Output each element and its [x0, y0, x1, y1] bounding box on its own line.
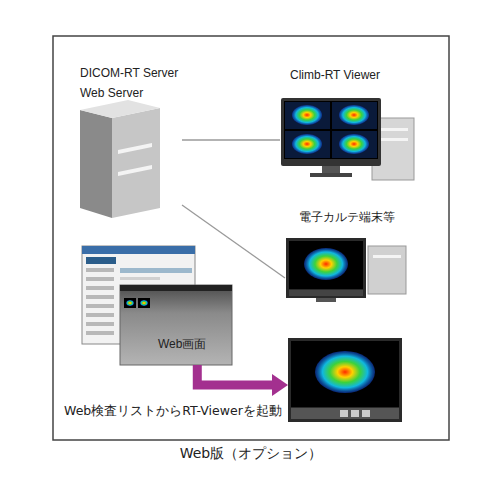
node-label: Climb-RT Viewer [290, 68, 380, 83]
dose-image [140, 300, 148, 306]
connector [197, 365, 288, 396]
web-row [86, 313, 114, 317]
viewer-pane [285, 131, 330, 158]
dose-image [292, 134, 322, 154]
thumbnail [138, 298, 150, 308]
viewer-pane [332, 131, 377, 158]
connector [182, 140, 280, 141]
tower-slot [378, 138, 408, 141]
server-slot [118, 165, 152, 176]
connector-line [182, 139, 280, 140]
server-top [80, 100, 160, 118]
viewer-pane [332, 102, 377, 129]
toolbar-button [351, 410, 359, 417]
viewer-toolbar [289, 290, 363, 296]
arrow-head [272, 374, 288, 396]
emr-terminal: 電子カルテ端末等 [285, 210, 410, 305]
monitor-screen [289, 241, 363, 289]
dose-image [292, 105, 322, 125]
connector-line [182, 205, 285, 278]
node-label: Web画面 [158, 337, 206, 352]
connector [182, 205, 285, 278]
web-screen-window [120, 285, 232, 365]
viewer-pane [285, 102, 330, 129]
server-slot [118, 143, 152, 154]
edge-label: Web検査リストからRT-Viewerを起動 [64, 403, 282, 420]
web-row [86, 268, 114, 272]
tower-slot [378, 128, 408, 131]
toolbar-button [340, 410, 348, 417]
web-row [86, 331, 114, 335]
viewer-toolbar [291, 408, 399, 419]
web-row [86, 295, 114, 299]
web-row [86, 286, 114, 290]
connector-line [197, 365, 273, 385]
server-front [112, 108, 160, 218]
node-label: 電子カルテ端末等 [299, 210, 395, 225]
node-label: DICOM-RT Server [80, 66, 178, 81]
window-titlebar [82, 246, 195, 254]
monitor-base [316, 298, 336, 302]
workstation: Climb-RT Viewer [280, 68, 420, 180]
node-label: Web Server [80, 86, 143, 101]
monitor-stand [322, 166, 340, 174]
web-row [86, 322, 114, 326]
dose-image [315, 351, 375, 393]
caption: Web版（オプション） [53, 445, 449, 463]
monitor-bezel [288, 338, 402, 422]
window-titlebar [120, 285, 232, 291]
web-row [120, 277, 160, 280]
monitor-bezel [286, 238, 366, 298]
tower-slot [373, 255, 401, 258]
outer-frame [53, 36, 449, 440]
dose-image [304, 248, 348, 280]
server-side [80, 110, 112, 218]
web-logo [86, 257, 116, 264]
web-screen: Web画面 [120, 285, 232, 365]
web-row [86, 304, 114, 308]
web-row [86, 277, 114, 281]
server: DICOM-RT ServerWeb Server [80, 66, 182, 218]
web-header-row [120, 268, 192, 273]
monitor-bezel [281, 98, 381, 166]
dose-image [339, 105, 369, 125]
thumbnail [124, 298, 136, 308]
toolbar-button [362, 410, 370, 417]
monitor-screen [284, 101, 378, 159]
dose-image [339, 134, 369, 154]
monitor-base [310, 173, 352, 177]
monitor-screen [291, 341, 399, 407]
pc-tower [368, 246, 406, 294]
viewer-monitor [288, 338, 402, 422]
dose-image [126, 300, 134, 306]
